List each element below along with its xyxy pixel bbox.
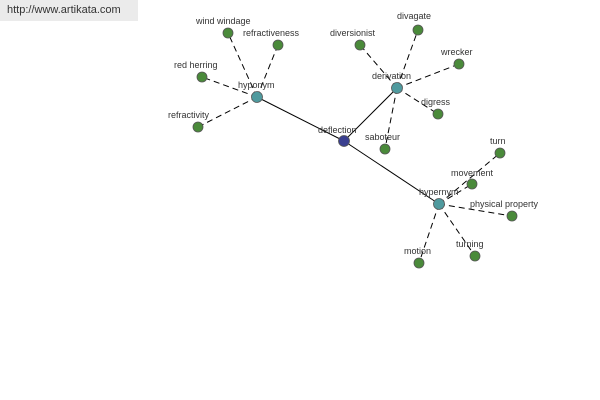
relation-hypernym-node[interactable] [433,198,445,210]
edge-turning [438,203,476,257]
relation-derivation-label[interactable]: derivation [372,71,411,81]
leaf-saboteur-label[interactable]: saboteur [365,132,400,142]
edge-refractivity [197,96,258,128]
edge-saboteur [384,87,398,150]
edge-hyponym [256,96,345,142]
edge-turn [438,152,501,205]
edge-digress [396,87,439,115]
leaf-movement-node[interactable] [466,178,478,190]
leaf-wind-windage-node[interactable] [222,27,234,39]
edge-hypernym [343,140,440,205]
edge-motion [418,203,440,264]
leaf-saboteur-node[interactable] [379,143,391,155]
leaf-digress-label[interactable]: digress [421,97,451,107]
relation-hypernym-label[interactable]: hypernym [419,187,459,197]
leaf-movement-label[interactable]: movement [451,168,494,178]
leaf-wind-windage-label[interactable]: wind windage [195,16,251,26]
leaf-motion-label[interactable]: motion [404,246,431,256]
leaf-red-herring-node[interactable] [196,71,208,83]
center-deflection-node[interactable] [338,135,350,147]
leaf-diversionist-node[interactable] [354,39,366,51]
edge-diversionist [359,44,398,89]
leaf-motion-node[interactable] [413,257,425,269]
leaf-physical-property-label[interactable]: physical property [470,199,539,209]
edge-wrecker [396,63,460,89]
leaf-turning-node[interactable] [469,250,481,262]
leaf-refractivity-label[interactable]: refractivity [168,110,210,120]
edge-movement [438,183,473,205]
edge-wind-windage [227,32,258,98]
leaf-physical-property-node[interactable] [506,210,518,222]
relation-derivation-node[interactable] [391,82,403,94]
center-deflection-label[interactable]: deflection [318,125,357,135]
leaf-refractiveness-label[interactable]: refractiveness [243,28,300,38]
leaf-red-herring-label[interactable]: red herring [174,60,218,70]
edge-physical-property [438,203,513,217]
leaf-turn-node[interactable] [494,147,506,159]
source-link[interactable]: http://www.artikata.com [0,0,138,21]
leaf-digress-node[interactable] [432,108,444,120]
leaf-turn-label[interactable]: turn [490,136,506,146]
leaf-divagate-label[interactable]: divagate [397,11,431,21]
leaf-refractivity-node[interactable] [192,121,204,133]
leaf-diversionist-label[interactable]: diversionist [330,28,376,38]
leaf-turning-label[interactable]: turning [456,239,484,249]
leaf-wrecker-node[interactable] [453,58,465,70]
relation-hyponym-label[interactable]: hyponym [238,80,275,90]
edge-derivation [343,87,398,142]
leaf-refractiveness-node[interactable] [272,39,284,51]
leaf-wrecker-label[interactable]: wrecker [440,47,473,57]
relation-hyponym-node[interactable] [251,91,263,103]
leaf-divagate-node[interactable] [412,24,424,36]
edge-divagate [396,29,419,89]
